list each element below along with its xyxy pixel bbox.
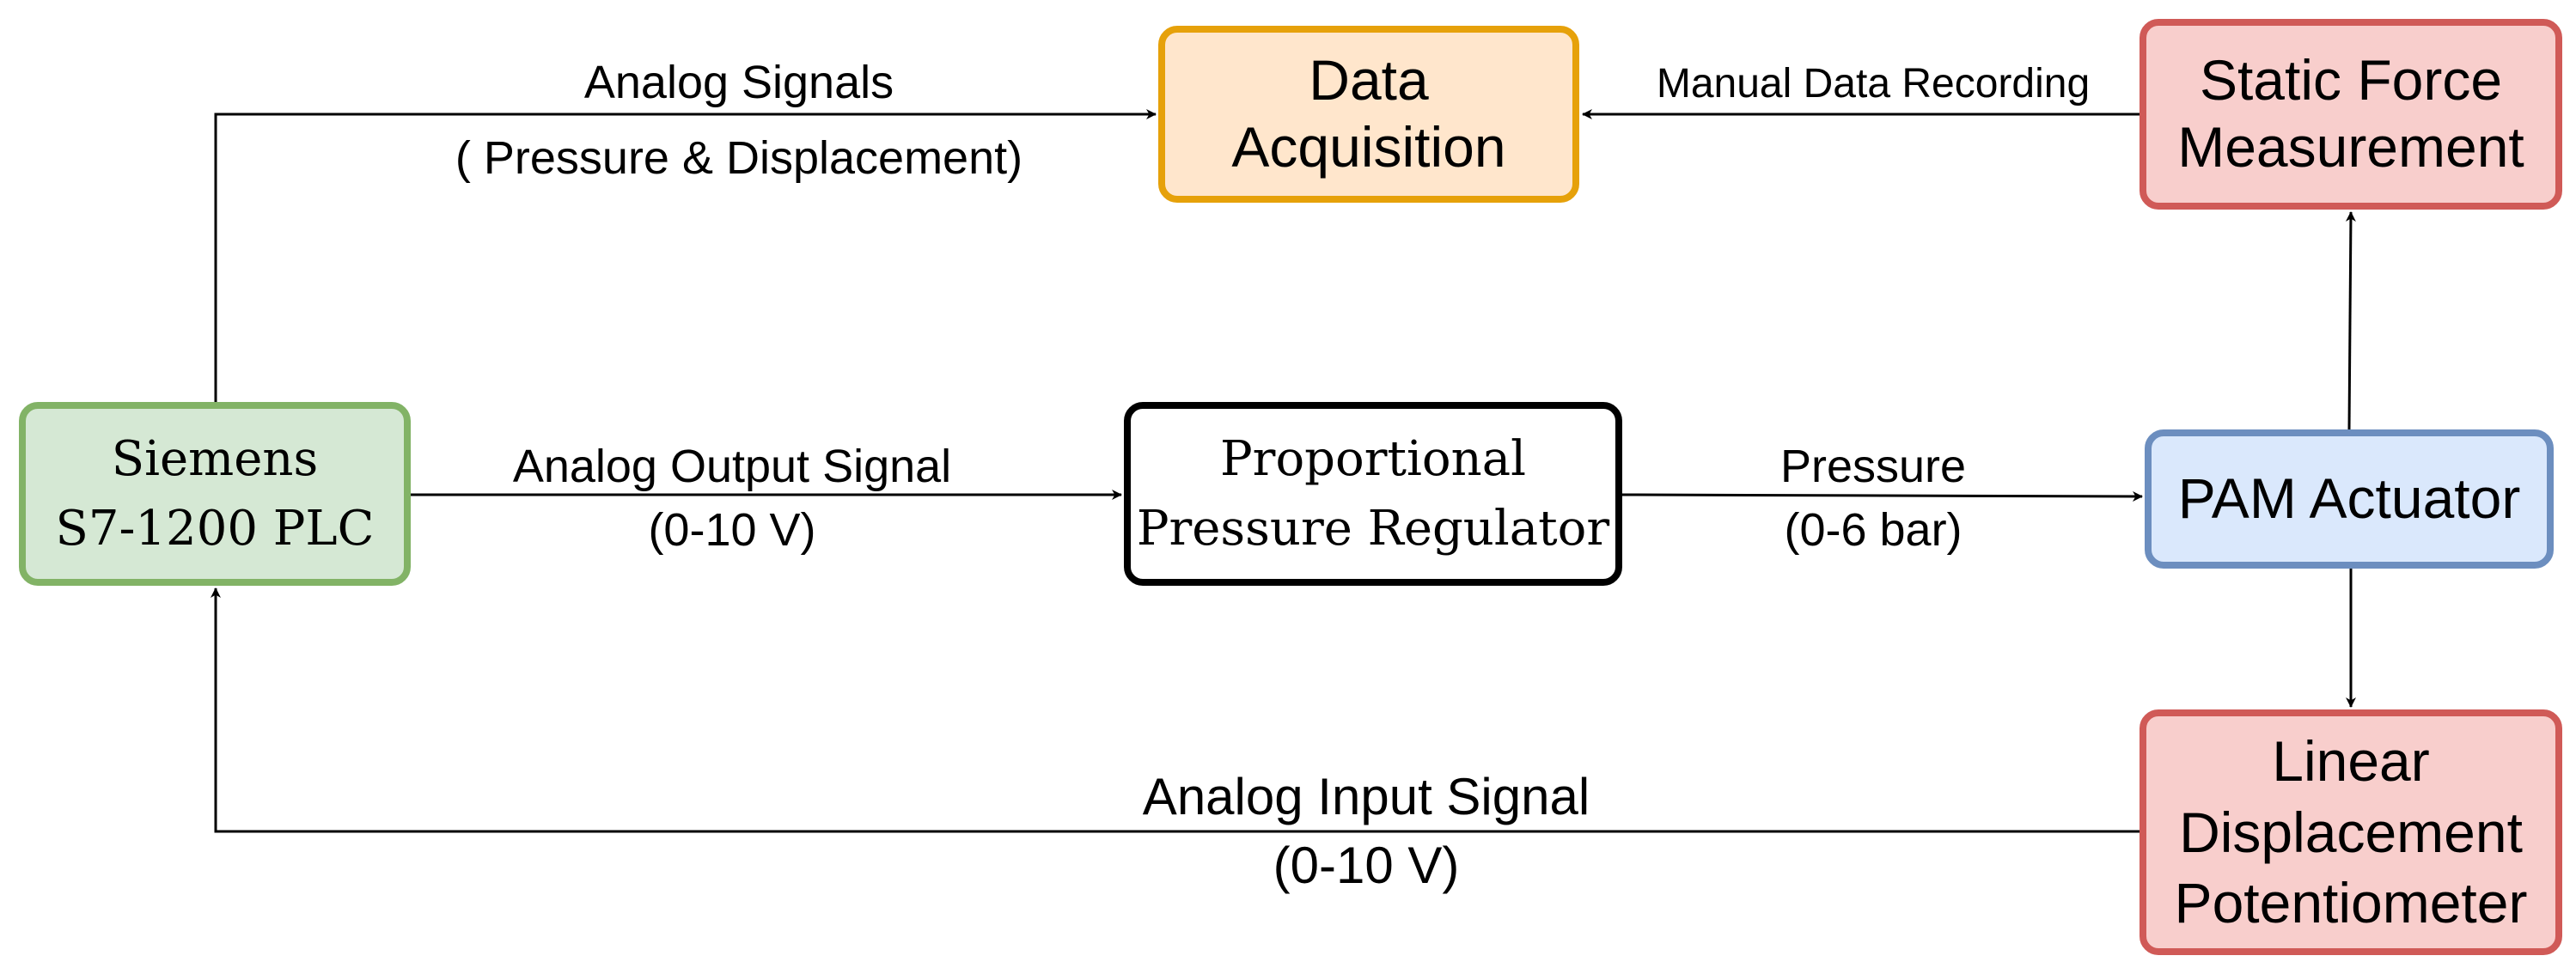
input-voltage-range-text: (0-10 V) <box>1273 837 1460 894</box>
ldp-label-line-2: Displacement <box>2179 800 2523 864</box>
linear-displacement-potentiometer-node: Linear Displacement Potentiometer <box>2140 709 2562 955</box>
edge-label-manual-data-recording: Manual Data Recording <box>1657 58 2090 110</box>
pam-actuator-node: PAM Actuator <box>2145 429 2554 569</box>
daq-label-line-2: Acquisition <box>1231 115 1506 179</box>
static-force-measurement-node: Static Force Measurement <box>2140 19 2562 210</box>
arrow-ldp-to-plc <box>211 587 2140 833</box>
sfm-label-line-1: Static Force <box>2199 48 2503 113</box>
edge-label-analog-input-signal: Analog Input Signal (0-10 V) <box>1143 763 1590 900</box>
edge-label-pressure: Pressure (0-6 bar) <box>1780 435 1966 562</box>
analog-output-signal-text: Analog Output Signal <box>512 441 952 492</box>
arrow-pam-to-sfm <box>2345 211 2356 430</box>
sfm-label-line-2: Measurement <box>2177 115 2524 179</box>
pressure-range-text: (0-6 bar) <box>1784 504 1963 556</box>
pam-label-line-1: PAM Actuator <box>2177 466 2521 531</box>
edge-label-analog-output-signal: Analog Output Signal (0-10 V) <box>513 435 951 562</box>
pressure-displacement-text: ( Pressure & Displacement) <box>455 132 1023 184</box>
siemens-plc-node: Siemens S7-1200 PLC <box>19 402 411 586</box>
arrow-plc-to-daq <box>214 109 1157 402</box>
edge-label-analog-signals: Analog Signals ( Pressure & Displacement… <box>455 45 1022 196</box>
regulator-label-line-1: Proportional <box>1220 430 1526 487</box>
analog-input-signal-text: Analog Input Signal <box>1142 768 1590 825</box>
proportional-pressure-regulator-node: Proportional Pressure Regulator <box>1124 402 1622 586</box>
manual-data-recording-text: Manual Data Recording <box>1656 61 2091 107</box>
plc-label-line-1: Siemens <box>111 430 319 487</box>
arrow-regulator-to-pam <box>1621 490 2143 502</box>
plc-label-line-2: S7-1200 PLC <box>55 501 375 557</box>
ldp-label-line-3: Potentiometer <box>2174 871 2528 935</box>
regulator-label-line-2: Pressure Regulator <box>1136 501 1610 557</box>
pressure-text: Pressure <box>1779 441 1967 492</box>
analog-signals-text: Analog Signals <box>583 57 894 108</box>
daq-label-line-1: Data <box>1309 48 1429 113</box>
ldp-label-line-1: Linear <box>2272 729 2430 794</box>
data-acquisition-node: Data Acquisition <box>1158 26 1579 203</box>
output-voltage-range-text: (0-10 V) <box>648 504 816 556</box>
